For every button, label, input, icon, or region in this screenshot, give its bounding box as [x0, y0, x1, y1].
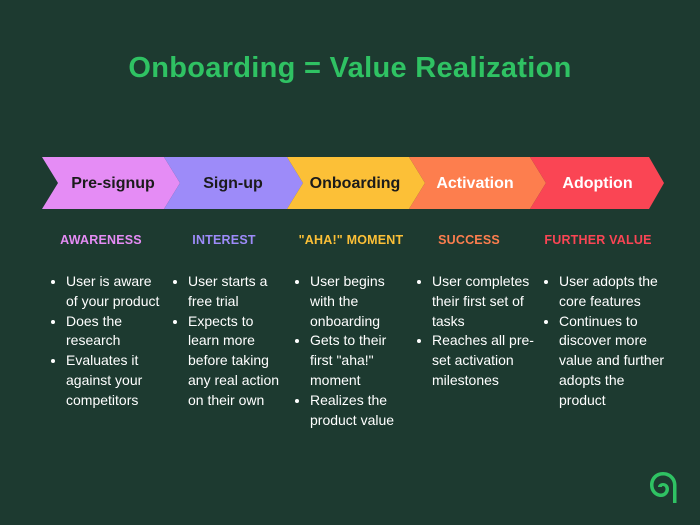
list-item: Gets to their first "aha!" moment [310, 331, 410, 390]
bullet-list-activation: User completes their first set of tasks … [416, 272, 536, 391]
list-item: User starts a free trial [188, 272, 286, 312]
bullet-list-sign-up: User starts a free trial Expects to lear… [172, 272, 286, 411]
stage-chevron-adoption [530, 157, 664, 209]
stage-label-adoption: Adoption [562, 175, 633, 192]
stage-chevron-sign-up [164, 157, 303, 209]
stage-chevron-onboarding [287, 157, 425, 209]
stage-chevron-pre-signup [42, 157, 180, 209]
stage-chevrons [42, 157, 664, 209]
list-item: Reaches all pre-set activation milestone… [432, 331, 536, 390]
heading-awareness: AWARENESS [60, 233, 142, 247]
heading-interest: INTEREST [192, 233, 256, 247]
bullet-list-adoption: User adopts the core features Continues … [543, 272, 665, 411]
chameleon-logo-icon [650, 472, 677, 503]
list-item: User begins with the onboarding [310, 272, 410, 331]
page-title: Onboarding = Value Realization [128, 52, 572, 84]
stage-chevron-activation [409, 157, 546, 209]
list-item: Continues to discover more value and fur… [559, 312, 665, 411]
list-item: User is aware of your product [66, 272, 162, 312]
list-item: User completes their first set of tasks [432, 272, 536, 331]
stage-label-onboarding: Onboarding [309, 175, 401, 192]
stage-label-pre-signup: Pre-signup [71, 175, 155, 192]
heading-success: SUCCESS [438, 233, 500, 247]
bullet-list-onboarding: User begins with the onboarding Gets to … [294, 272, 410, 430]
list-item: User adopts the core features [559, 272, 665, 312]
heading-further-value: FURTHER VALUE [544, 233, 652, 247]
list-item: Expects to learn more before taking any … [188, 312, 286, 411]
stage-label-sign-up: Sign-up [203, 175, 263, 192]
heading-aha-moment: "AHA!" MOMENT [298, 233, 404, 247]
list-item: Realizes the product value [310, 391, 410, 431]
stage-label-activation: Activation [436, 175, 514, 192]
list-item: Evaluates it against your competitors [66, 351, 162, 410]
list-item: Does the research [66, 312, 162, 352]
bullet-list-pre-signup: User is aware of your product Does the r… [50, 272, 162, 411]
